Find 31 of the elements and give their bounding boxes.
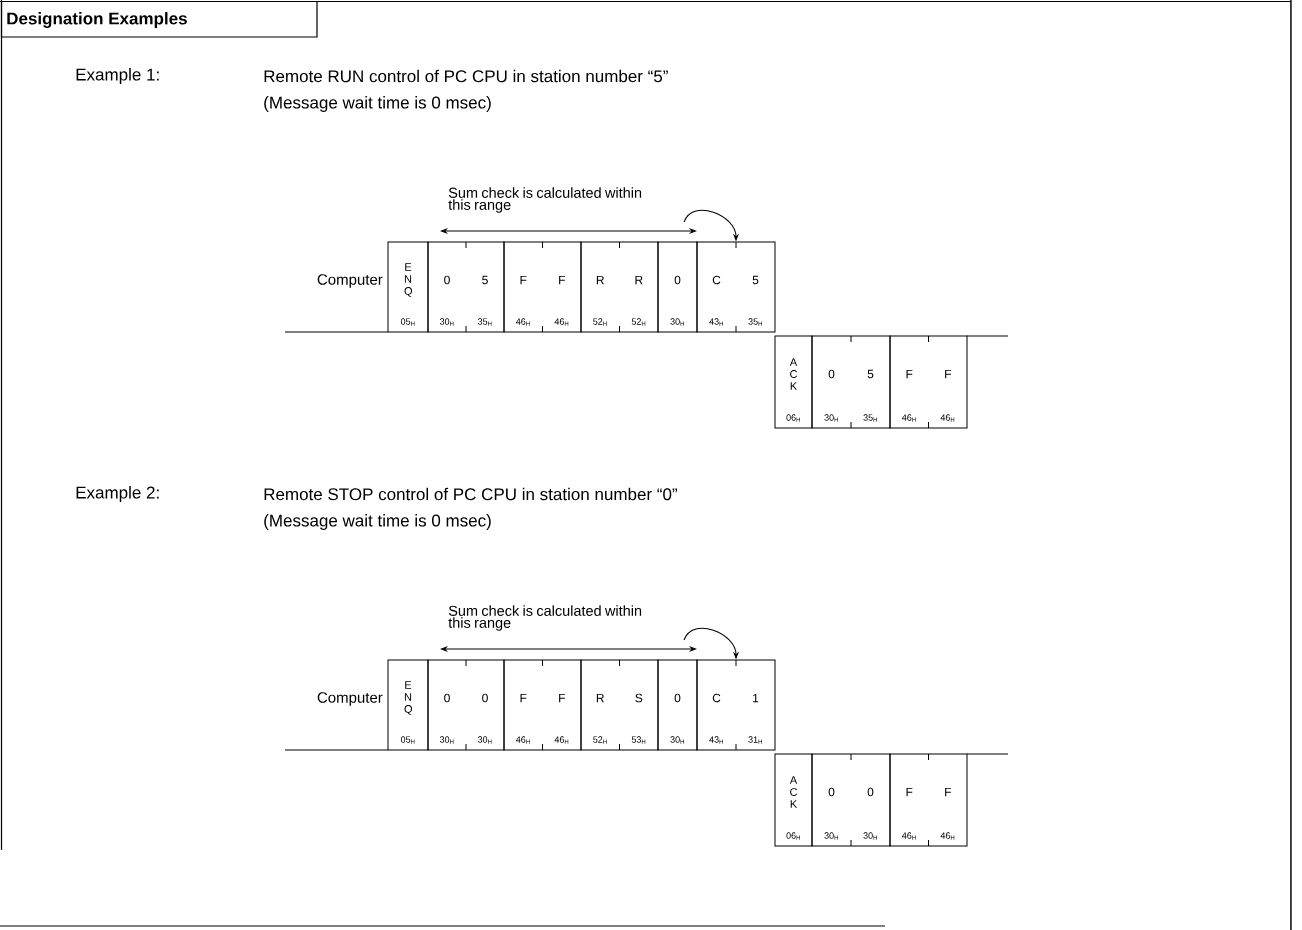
row-label: Computer xyxy=(317,274,383,288)
curved-arrow xyxy=(683,627,739,659)
data-cell: F 46$_{H}$ F 46$_{H}$ xyxy=(889,335,968,429)
data-cell: E N Q 05$_{H}$ xyxy=(387,659,429,751)
data-cell: F 46$_{H}$ F 46$_{H}$ xyxy=(503,241,582,333)
data-cell: 0 30$_{H}$ xyxy=(657,241,698,333)
data-cell: 0 30$_{H}$ 0 30$_{H}$ xyxy=(427,659,505,751)
description-text: (Message wait time is 0 msec) xyxy=(264,96,491,112)
data-cell: 0 30$_{H}$ xyxy=(657,659,698,751)
range-note: Sum check is calculated within this range xyxy=(448,187,642,213)
data-cell: F 46$_{H}$ F 46$_{H}$ xyxy=(889,753,968,847)
data-cell: 0 30$_{H}$ 5 35$_{H}$ xyxy=(427,241,505,333)
range-note: Sum check is calculated within this range xyxy=(448,605,642,631)
curved-arrow xyxy=(683,209,739,241)
data-cell: F 46$_{H}$ F 46$_{H}$ xyxy=(503,659,582,751)
description-text: Remote STOP control of PC CPU in station number “0” xyxy=(264,487,677,501)
data-cell: R 52$_{H}$ R 52$_{H}$ xyxy=(580,241,659,333)
data-cell: E N Q 05$_{H}$ xyxy=(387,241,429,333)
data-cell: C 43$_{H}$ 5 35$_{H}$ xyxy=(696,241,776,333)
data-cell: 0 30$_{H}$ 5 35$_{H}$ xyxy=(811,335,891,429)
data-cell: 0 30$_{H}$ 0 30$_{H}$ xyxy=(811,753,891,847)
title-box: Designation Examples xyxy=(0,0,318,38)
data-cell: A C K 06$_{H}$ xyxy=(774,335,813,429)
data-cell: R 52$_{H}$ S 53$_{H}$ xyxy=(580,659,659,751)
example-number: Example 2: xyxy=(76,486,159,502)
data-cell: C 43$_{H}$ 1 31$_{H}$ xyxy=(696,659,776,751)
example-number: Example 1: xyxy=(76,68,159,84)
row-label: Computer xyxy=(317,692,383,706)
description-text: Remote RUN control of PC CPU in station number “5” xyxy=(264,69,668,83)
data-cell: A C K 06$_{H}$ xyxy=(774,753,813,847)
description-text: (Message wait time is 0 msec) xyxy=(264,514,491,530)
